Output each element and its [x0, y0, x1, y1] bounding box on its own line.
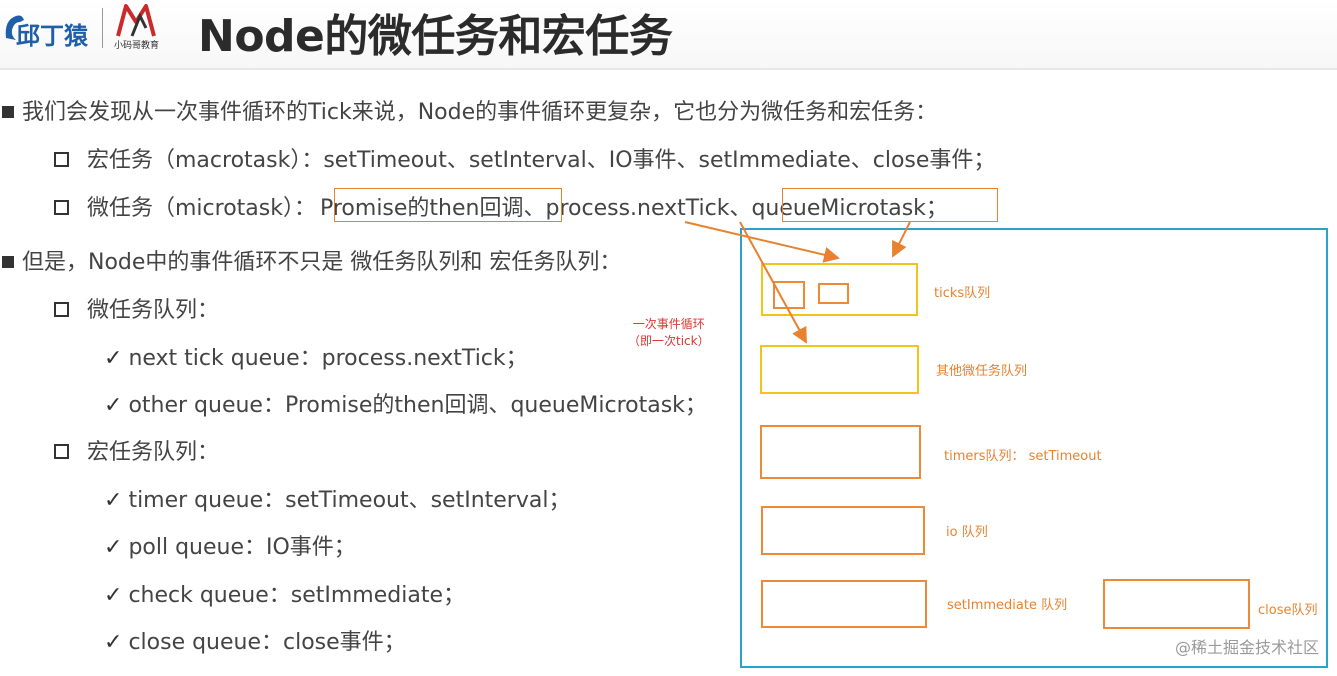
list-item: ✓timer queue：setTimeout、setInterval； — [104, 482, 570, 514]
event-loop-label-line1: 一次事件循环 — [632, 317, 705, 331]
macro-item-text: poll queue：IO事件； — [128, 535, 356, 560]
close-queue-label: close队列 — [1258, 603, 1318, 618]
logo-divider — [102, 8, 103, 48]
checkmark-icon: ✓ — [104, 393, 123, 418]
microtask-queuemicrotask: queueMicrotask； — [751, 196, 948, 221]
microtask-promise: Promise的then回调 — [319, 196, 524, 221]
logo-right-text: 小码哥教育 — [114, 39, 159, 50]
checkmark-icon: ✓ — [104, 346, 123, 371]
tick-slot-box — [773, 281, 805, 309]
other-micro-queue-box — [760, 345, 919, 394]
micro-item-text: next tick queue：process.nextTick； — [128, 346, 528, 371]
header-divider — [0, 68, 1337, 70]
list-item: ✓poll queue：IO事件； — [104, 529, 356, 561]
list-item: ✓check queue：setImmediate； — [104, 577, 465, 609]
micro-queue-heading: 微任务队列： — [54, 292, 219, 324]
page-title: Node的微任务和宏任务 — [198, 11, 673, 62]
hollow-square-bullet-icon — [54, 152, 69, 167]
bullet-line-2: 但是，Node中的事件循环不只是 微任务队列和 宏任务队列： — [2, 244, 621, 276]
checkmark-icon: ✓ — [104, 583, 123, 608]
promise-highlight-box — [334, 188, 562, 222]
event-loop-label-line2: （即一次tick） — [628, 334, 710, 348]
timers-queue-label: timers队列： setTimeout — [944, 449, 1102, 464]
list-item: ✓next tick queue：process.nextTick； — [104, 340, 528, 372]
watermark: @稀土掘金技术社区 — [1174, 638, 1319, 657]
macro-queue-title: 宏任务队列： — [87, 440, 220, 465]
square-bullet-icon — [2, 106, 14, 118]
microtask-prefix: 微任务（microtask）： — [87, 196, 316, 221]
macro-item-text: close queue：close事件； — [128, 630, 406, 655]
event-loop-frame — [740, 228, 1328, 668]
logo-left: 邱丁猿 — [2, 8, 96, 50]
list-item: ✓other queue：Promise的then回调、queueMicrota… — [104, 387, 707, 419]
timers-queue-box — [760, 425, 921, 479]
macro-queue-heading: 宏任务队列： — [54, 434, 219, 466]
io-queue-label: io 队列 — [946, 525, 988, 540]
list-item: ✓close queue：close事件； — [104, 624, 406, 656]
checkmark-icon: ✓ — [104, 630, 123, 655]
square-bullet-icon — [2, 256, 14, 268]
macro-item-text: check queue：setImmediate； — [128, 583, 465, 608]
bullet-line-1: 我们会发现从一次事件循环的Tick来说，Node的事件循环更复杂，它也分为微任务… — [2, 94, 937, 126]
macrotask-line: 宏任务（macrotask）：setTimeout、setInterval、IO… — [54, 142, 995, 174]
checkmark-icon: ✓ — [104, 488, 123, 513]
io-queue-box — [761, 506, 925, 555]
hollow-square-bullet-icon — [54, 200, 69, 215]
micro-item-text: other queue：Promise的then回调、queueMicrotas… — [128, 393, 707, 418]
hollow-square-bullet-icon — [54, 444, 69, 459]
intro-text: 我们会发现从一次事件循环的Tick来说，Node的事件循环更复杂，它也分为微任务… — [22, 100, 938, 125]
setimmediate-queue-label: setImmediate 队列 — [947, 598, 1068, 613]
ticks-queue-label: ticks队列 — [934, 286, 991, 301]
event-loop-label: 一次事件循环 （即一次tick） — [628, 316, 710, 350]
macrotask-text: 宏任务（macrotask）：setTimeout、setInterval、IO… — [87, 148, 996, 173]
macro-item-text: timer queue：setTimeout、setInterval； — [128, 488, 571, 513]
tick-slot-box — [818, 283, 849, 304]
setimmediate-queue-box — [761, 580, 927, 628]
logo-right: 小码哥教育 — [112, 2, 182, 51]
logo-left-text: 邱丁猿 — [16, 22, 89, 48]
other-micro-queue-label: 其他微任务队列 — [936, 364, 1028, 379]
close-queue-box — [1103, 579, 1250, 629]
queuemicrotask-highlight-box — [782, 188, 998, 222]
header-bar — [0, 0, 1337, 68]
hollow-square-bullet-icon — [54, 302, 69, 317]
micro-queue-title: 微任务队列： — [87, 298, 220, 323]
checkmark-icon: ✓ — [104, 535, 123, 560]
node-loop-text: 但是，Node中的事件循环不只是 微任务队列和 宏任务队列： — [22, 250, 622, 275]
